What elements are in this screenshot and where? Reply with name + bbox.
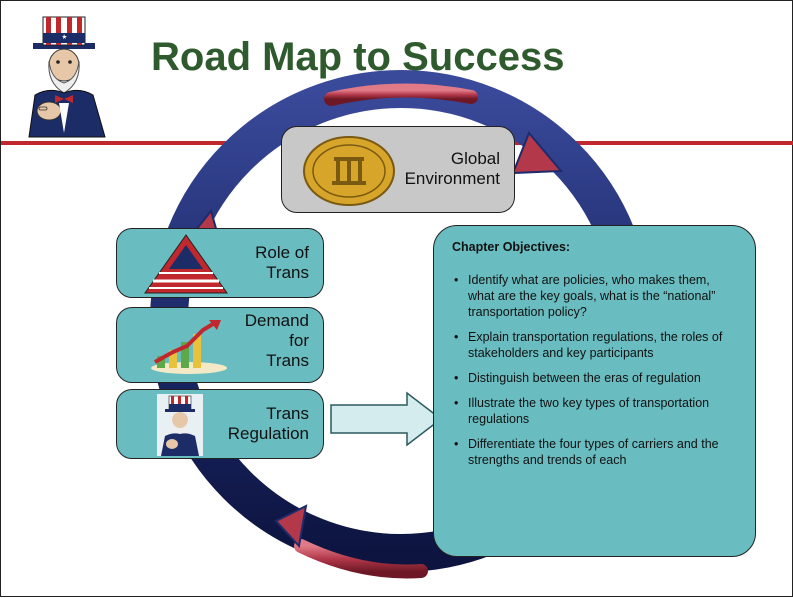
role-of-trans-box: Role of Trans <box>116 228 324 298</box>
demand-label: Demand for Trans <box>245 311 309 371</box>
global-label-line2: Environment <box>404 169 500 188</box>
regulation-label-line1: Trans <box>266 404 309 423</box>
objective-item: Illustrate the two key types of transpor… <box>452 395 739 427</box>
objectives-list: Identify what are policies, who makes th… <box>452 272 739 468</box>
georgia-seal-icon <box>303 136 395 206</box>
slide-title: Road Map to Success <box>151 35 565 79</box>
uncle-sam-small-icon <box>157 394 203 456</box>
global-environment-box: Global Environment <box>281 126 515 213</box>
cycle-arrow-top <box>324 83 478 106</box>
role-label-line1: Role of <box>255 243 309 262</box>
demand-label-line3: Trans <box>266 351 309 370</box>
flag-triangle-icon <box>144 234 228 294</box>
objectives-heading: Chapter Objectives: <box>452 240 571 254</box>
trans-regulation-box: Trans Regulation <box>116 389 324 459</box>
chapter-objectives-box: Chapter Objectives: Identify what are po… <box>433 225 756 557</box>
regulation-label: Trans Regulation <box>228 404 309 444</box>
cycle-arrowhead-bottom-left <box>274 504 308 549</box>
global-environment-label: Global Environment <box>405 149 500 189</box>
cycle-arrowhead-top-right <box>511 131 564 175</box>
objective-item: Distinguish between the eras of regulati… <box>452 370 739 386</box>
role-label-line2: Trans <box>266 263 309 282</box>
regulation-label-line2: Regulation <box>227 424 309 443</box>
growth-chart-icon <box>151 320 227 374</box>
demand-for-trans-box: Demand for Trans <box>116 307 324 383</box>
demand-label-line2: for <box>289 331 309 350</box>
uncle-sam-logo <box>28 16 106 138</box>
global-label-line1: Global <box>450 149 500 168</box>
role-of-trans-label: Role of Trans <box>255 243 309 283</box>
demand-label-line1: Demand <box>244 311 309 330</box>
pointer-arrow <box>330 391 443 447</box>
objective-item: Explain transportation regulations, the … <box>452 329 739 361</box>
cycle-arrow-bottom <box>294 539 428 579</box>
objective-item: Identify what are policies, who makes th… <box>452 272 739 320</box>
objective-item: Differentiate the four types of carriers… <box>452 436 739 468</box>
